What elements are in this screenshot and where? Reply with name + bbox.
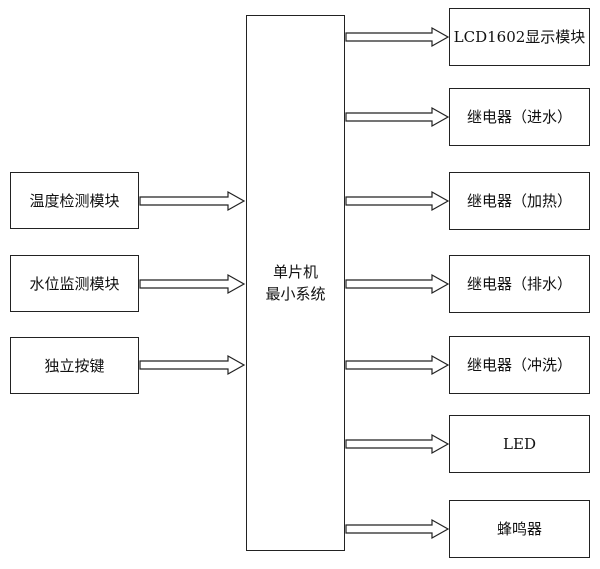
temperature-module-box: 温度检测模块 bbox=[10, 172, 139, 229]
lcd-module-label: LCD1602显示模块 bbox=[453, 28, 586, 46]
key-module-label: 独立按键 bbox=[44, 356, 105, 375]
relay-heat-label: 继电器（加热） bbox=[466, 192, 572, 210]
relay-inlet-box: 继电器（进水） bbox=[449, 88, 590, 146]
led-label: LED bbox=[503, 435, 536, 453]
buzzer-label: 蜂鸣器 bbox=[496, 520, 542, 538]
arrow-mcu-to-buzzer bbox=[345, 518, 450, 540]
relay-flush-box: 继电器（冲洗） bbox=[449, 336, 590, 394]
relay-heat-box: 继电器（加热） bbox=[449, 172, 590, 230]
arrow-mcu-to-lcd bbox=[345, 26, 450, 48]
arrow-key-to-mcu bbox=[139, 354, 246, 376]
arrow-mcu-to-relay-drain bbox=[345, 273, 450, 295]
mcu-label-line2: 最小系统 bbox=[265, 285, 326, 303]
water-level-module-box: 水位监测模块 bbox=[10, 255, 139, 312]
relay-inlet-label: 继电器（进水） bbox=[466, 108, 572, 126]
led-box: LED bbox=[449, 415, 590, 473]
arrow-water-to-mcu bbox=[139, 273, 246, 295]
water-level-module-label: 水位监测模块 bbox=[29, 274, 120, 293]
relay-drain-box: 继电器（排水） bbox=[449, 255, 590, 313]
buzzer-box: 蜂鸣器 bbox=[449, 500, 590, 558]
relay-flush-label: 继电器（冲洗） bbox=[466, 356, 572, 374]
arrow-mcu-to-relay-heat bbox=[345, 190, 450, 212]
arrow-temp-to-mcu bbox=[139, 190, 246, 212]
relay-drain-label: 继电器（排水） bbox=[466, 275, 572, 293]
lcd-module-box: LCD1602显示模块 bbox=[449, 8, 590, 66]
arrow-mcu-to-relay-inlet bbox=[345, 106, 450, 128]
arrow-mcu-to-led bbox=[345, 433, 450, 455]
mcu-box: 单片机 最小系统 bbox=[246, 15, 345, 551]
mcu-label-line1: 单片机 bbox=[272, 263, 318, 281]
temperature-module-label: 温度检测模块 bbox=[29, 191, 120, 210]
key-module-box: 独立按键 bbox=[10, 337, 139, 394]
arrow-mcu-to-relay-flush bbox=[345, 354, 450, 376]
